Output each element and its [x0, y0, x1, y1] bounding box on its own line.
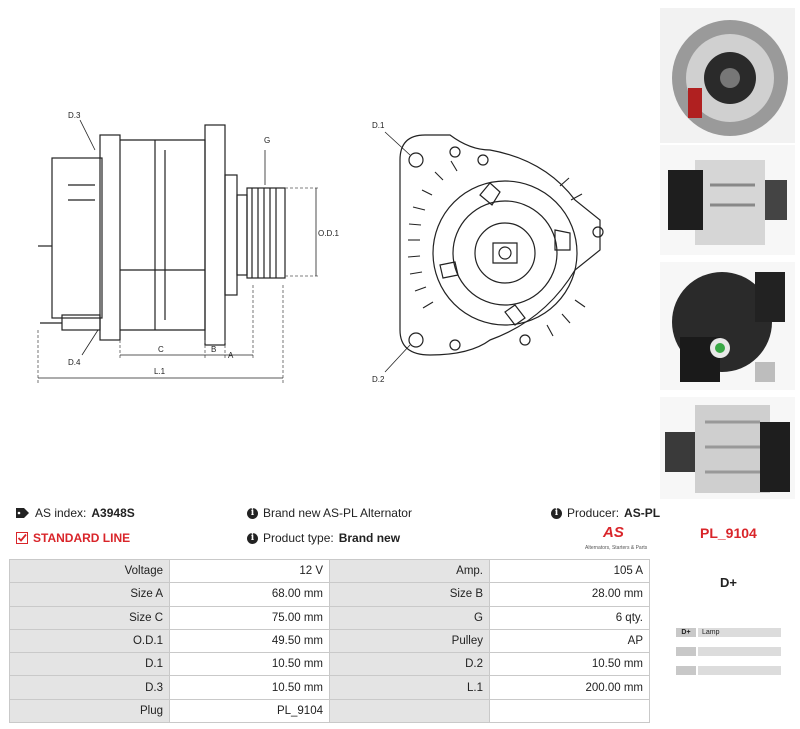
label-d4: D.4 — [68, 358, 81, 367]
spec-key: D.1 — [9, 652, 170, 677]
label-a: A — [228, 351, 234, 360]
spec-key: Plug — [9, 698, 170, 724]
standard-line-text: STANDARD LINE — [33, 531, 131, 545]
spec-key — [329, 698, 490, 724]
label-d1: D.1 — [372, 121, 385, 130]
label-d3: D.3 — [68, 111, 81, 120]
brand-row: i Brand new AS-PL Alternator — [247, 506, 412, 520]
spec-value — [489, 698, 650, 724]
product-photo-rear — [660, 262, 795, 390]
technical-drawings: D.3 G O.D.1 D.4 C B A L.1 D.1 D.2 — [37, 111, 604, 385]
front-view-drawing — [399, 134, 604, 356]
pin-table: D+Lamp — [676, 628, 781, 685]
producer-row: i Producer: AS-PL — [551, 506, 660, 520]
product-photo-side — [660, 145, 795, 255]
spec-key: D.2 — [329, 652, 490, 677]
spec-value: 49.50 mm — [169, 628, 330, 654]
spec-value: AP — [489, 628, 650, 654]
spec-key: Pulley — [329, 628, 490, 654]
product-type-row: i Product type: Brand new — [247, 531, 400, 545]
dimension-lines — [37, 187, 320, 385]
spec-value: 75.00 mm — [169, 605, 330, 630]
pin-desc — [698, 666, 781, 675]
pin-row — [676, 666, 781, 675]
product-type-label: Product type: — [263, 531, 334, 545]
pin-desc — [698, 647, 781, 656]
product-photo-angle — [660, 397, 795, 499]
spec-value: 105 A — [489, 558, 650, 584]
logo-mark: AS — [603, 524, 624, 541]
as-index-row: AS index: A3948S — [16, 506, 135, 520]
info-icon: i — [247, 507, 258, 519]
spec-key: O.D.1 — [9, 628, 170, 654]
vent-slots — [407, 160, 586, 337]
spec-value: 10.50 mm — [169, 675, 330, 700]
spec-key: L.1 — [329, 675, 490, 700]
spec-value: PL_9104 — [169, 698, 330, 724]
pin-key — [676, 647, 696, 656]
label-g: G — [264, 136, 270, 145]
label-od1: O.D.1 — [318, 229, 339, 238]
pin-key: D+ — [676, 628, 696, 637]
spec-value: 6 qty. — [489, 605, 650, 630]
spec-key: G — [329, 605, 490, 630]
spec-key: Size B — [329, 582, 490, 607]
pin-key — [676, 666, 696, 675]
product-photo-front — [660, 8, 795, 143]
label-c: C — [158, 345, 164, 354]
side-view-drawing — [38, 124, 286, 346]
producer-label: Producer: — [567, 506, 620, 520]
spec-key: Amp. — [329, 558, 490, 584]
as-pl-logo: AS Alternators, Starters & Parts — [585, 524, 650, 554]
spec-value: 68.00 mm — [169, 582, 330, 607]
checkbox-icon — [16, 532, 28, 544]
label-b: B — [211, 345, 216, 354]
info-icon: i — [551, 507, 562, 519]
product-type-value: Brand new — [338, 531, 401, 545]
plug-code: PL_9104 — [700, 525, 757, 541]
spec-key: Size C — [9, 605, 170, 630]
logo-tagline: Alternators, Starters & Parts — [585, 545, 648, 551]
brand-text: Brand new AS-PL Alternator — [263, 506, 412, 520]
spec-value: 200.00 mm — [489, 675, 650, 700]
spec-value: 10.50 mm — [489, 652, 650, 677]
spec-key: Size A — [9, 582, 170, 607]
tag-icon — [16, 508, 29, 518]
as-index-value: A3948S — [91, 506, 135, 520]
spec-value: 12 V — [169, 558, 330, 584]
spec-key: Voltage — [9, 558, 170, 584]
pin-row — [676, 647, 781, 656]
plug-terminal: D+ — [720, 575, 737, 590]
label-l1: L.1 — [154, 367, 166, 376]
label-d2: D.2 — [372, 375, 385, 384]
info-icon: i — [247, 532, 258, 544]
as-index-label: AS index: — [35, 506, 87, 520]
producer-value: AS-PL — [624, 506, 661, 520]
spec-value: 10.50 mm — [169, 652, 330, 677]
standard-line-row: STANDARD LINE — [16, 531, 130, 545]
spec-key: D.3 — [9, 675, 170, 700]
spec-value: 28.00 mm — [489, 582, 650, 607]
pin-desc: Lamp — [698, 628, 781, 637]
pin-row: D+Lamp — [676, 628, 781, 637]
